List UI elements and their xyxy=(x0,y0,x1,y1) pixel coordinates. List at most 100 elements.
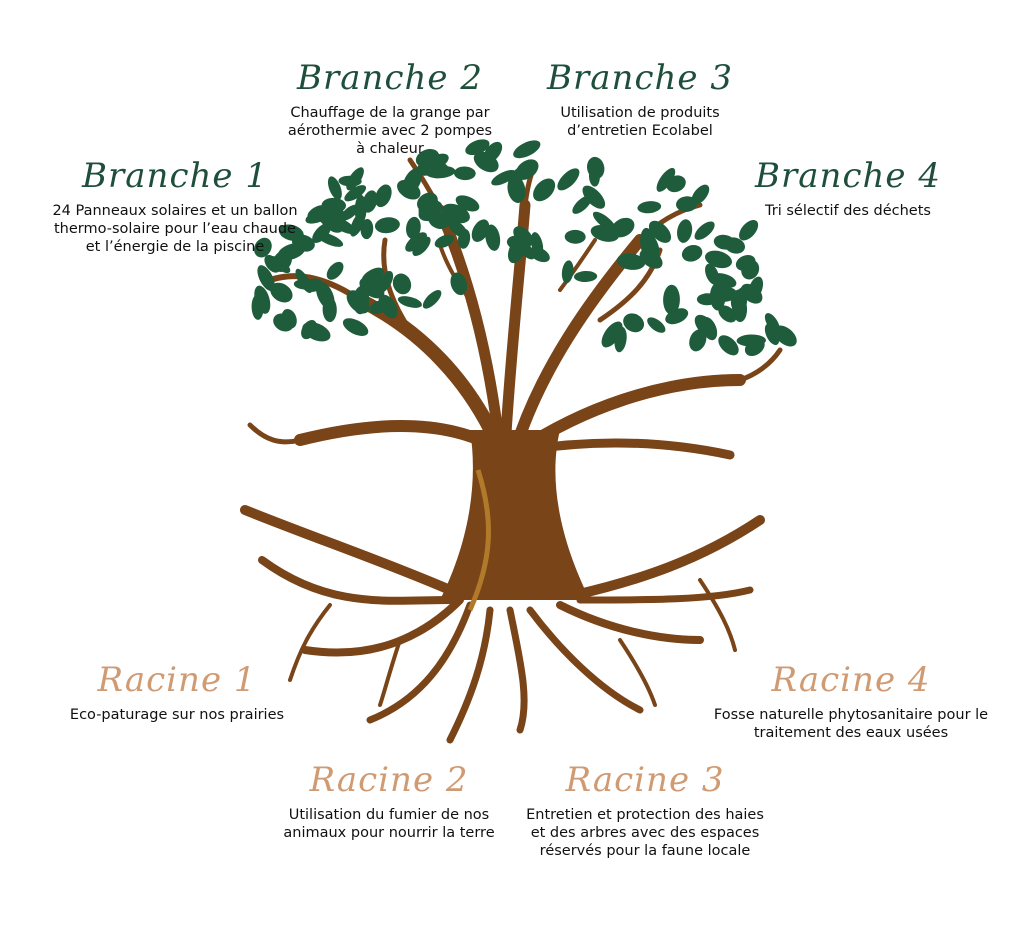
leaf xyxy=(342,318,369,336)
branch-line xyxy=(558,238,597,292)
branch-line xyxy=(438,243,472,302)
leaf xyxy=(417,156,441,176)
leaf xyxy=(322,296,337,323)
leaf xyxy=(374,217,400,234)
branch-1-block: Branche 1 24 Panneaux solaires et un bal… xyxy=(50,156,300,256)
leaf xyxy=(485,224,501,251)
leaf xyxy=(483,141,503,163)
leaf xyxy=(422,290,442,309)
leaf xyxy=(312,223,332,243)
root-line xyxy=(288,603,332,682)
branch-2-text: Chauffage de la grange par aérothermie a… xyxy=(287,105,493,157)
leaf xyxy=(623,313,645,333)
leaf xyxy=(774,325,797,347)
leaf xyxy=(392,273,412,295)
leaf xyxy=(582,185,606,209)
root-line xyxy=(301,596,464,657)
leaf xyxy=(515,159,539,180)
leaf xyxy=(362,190,378,213)
leaf xyxy=(736,334,766,347)
leaf xyxy=(453,166,476,181)
leaf xyxy=(689,329,707,352)
leaf xyxy=(278,224,304,241)
leaf xyxy=(507,175,526,203)
leaf xyxy=(666,175,686,193)
leaf xyxy=(694,314,717,338)
root-line xyxy=(258,556,454,605)
leaf xyxy=(405,232,427,252)
leaf xyxy=(281,308,297,329)
leaf xyxy=(374,184,392,208)
leaf xyxy=(448,220,468,238)
leaf xyxy=(735,255,756,271)
root-line xyxy=(576,586,754,604)
leaf xyxy=(711,273,737,289)
root-line xyxy=(240,505,455,595)
root-1-block: Racine 1 Eco-paturage sur nos prairies xyxy=(50,660,304,724)
leaf xyxy=(533,178,556,202)
root-line xyxy=(506,606,528,734)
root-1-title: Racine 1 xyxy=(97,660,257,700)
leaf xyxy=(656,167,676,192)
root-line xyxy=(556,601,704,644)
leaf xyxy=(586,156,605,179)
leaf xyxy=(564,229,586,244)
leaf xyxy=(270,282,293,303)
leaf xyxy=(397,179,421,200)
leaf xyxy=(360,219,374,240)
root-line xyxy=(698,578,737,652)
leaf xyxy=(739,219,759,241)
leaf xyxy=(272,250,292,272)
leaf xyxy=(694,221,715,240)
leaf xyxy=(465,139,490,156)
leaf xyxy=(676,196,698,212)
root-3-title: Racine 3 xyxy=(565,760,725,800)
branch-line xyxy=(737,347,783,383)
root-4-block: Racine 4 Fosse naturelle phytosanitaire … xyxy=(710,660,992,742)
trunk-highlight xyxy=(467,469,491,612)
leaf xyxy=(764,313,780,333)
leaf xyxy=(406,216,421,239)
leaf xyxy=(665,308,689,325)
branch-3-title: Branche 3 xyxy=(547,58,733,98)
leaf xyxy=(257,265,275,292)
leaf xyxy=(397,296,422,308)
root-line xyxy=(570,515,765,600)
leaf xyxy=(491,169,517,186)
branch-4-title: Branche 4 xyxy=(755,156,941,196)
leaf xyxy=(574,270,598,283)
leaf xyxy=(696,293,718,306)
leaf xyxy=(344,185,367,202)
root-line xyxy=(618,638,657,707)
branch-1-title: Branche 1 xyxy=(82,156,268,196)
root-3-block: Racine 3 Entretien et protection des hai… xyxy=(520,760,770,860)
root-line xyxy=(446,606,494,744)
root-4-text: Fosse naturelle phytosanitaire pour le t… xyxy=(713,707,989,741)
branch-3-text: Utilisation de produits d’entretien Ecol… xyxy=(560,105,720,139)
leaf xyxy=(302,322,331,342)
root-1-text: Eco-paturage sur nos prairies xyxy=(69,707,285,723)
leaf xyxy=(601,321,623,348)
leaf xyxy=(412,236,431,256)
leaf xyxy=(293,279,318,290)
leaf xyxy=(471,219,490,242)
leaf xyxy=(530,232,544,257)
leaf xyxy=(338,175,362,187)
leaf xyxy=(637,201,662,214)
leaf xyxy=(369,300,389,315)
leaf xyxy=(647,317,666,333)
leaf xyxy=(320,202,344,224)
root-2-text: Utilisation du fumier de nos animaux pou… xyxy=(283,807,495,841)
branch-3-block: Branche 3 Utilisation de produits d’entr… xyxy=(530,58,750,140)
leaf xyxy=(718,305,737,323)
branch-2-title: Branche 2 xyxy=(297,58,483,98)
root-line xyxy=(526,606,644,714)
leaf xyxy=(507,237,526,264)
leaf xyxy=(724,237,745,254)
leaf xyxy=(254,237,272,258)
leaf xyxy=(441,203,470,224)
root-line xyxy=(378,638,402,707)
leaf xyxy=(592,211,617,232)
leaf xyxy=(681,244,703,262)
